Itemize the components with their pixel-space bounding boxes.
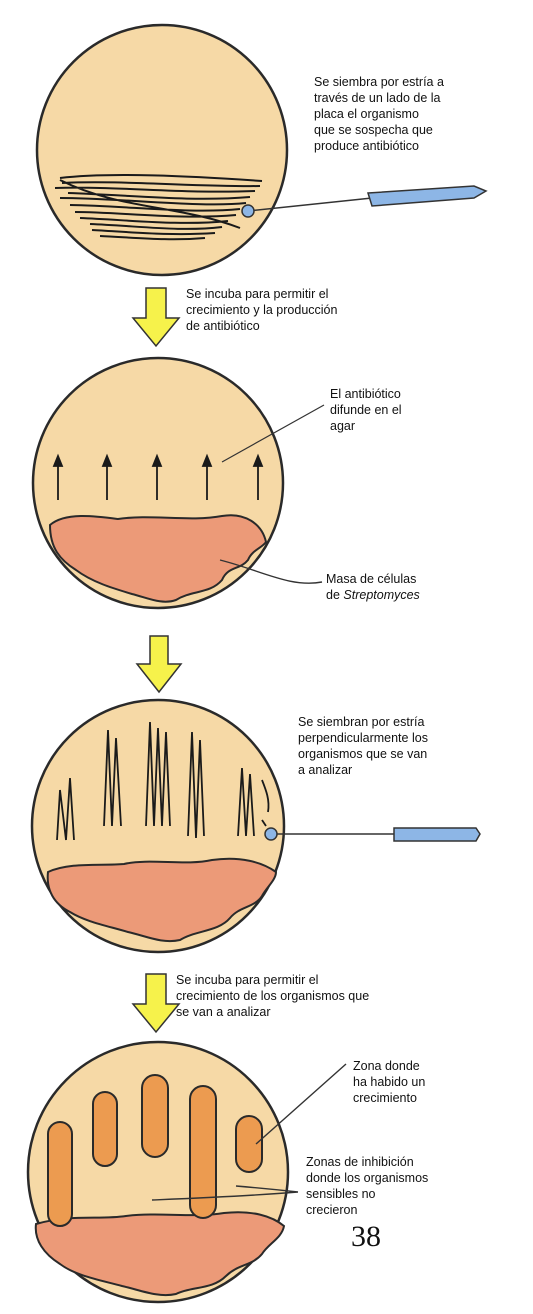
label-line: difunde en el [330,403,402,417]
down-arrow-icon [131,287,181,348]
label-line: a analizar [298,763,352,777]
label-line: organismos que se van [298,747,427,761]
label-line: ha habido un [353,1075,425,1089]
growth-streak [141,1074,169,1158]
step2-mass-label: Masa de células de Streptomyces [326,572,420,602]
label-line: produce antibiótico [314,139,419,153]
label-line: crecimiento [353,1091,417,1105]
step1-streak-lines [54,174,263,241]
mass-label-de: de [326,588,343,602]
step2-diffusion-arrows [52,453,264,500]
mass-label-line1: Masa de células [326,572,416,586]
step3-test-streaks [56,721,270,841]
page-number: 38 [351,1220,381,1253]
step2-streptomyces-mass [48,514,268,603]
label-line: Se incuba para permitir el [186,287,328,301]
transition3-label: Se incuba para permitir el crecimiento de… [176,973,369,1019]
step1-pipette-icon [367,185,488,207]
label-line: que se sospecha que [314,123,433,137]
mass-label-genus: Streptomyces [343,588,419,602]
test-streak [187,731,205,839]
up-arrow-head [151,453,163,467]
step2-mass-leader [219,559,323,584]
label-line: donde los organismos [306,1171,428,1185]
label-line: crecimiento y la producción [186,303,338,317]
growth-streak [92,1091,118,1167]
label-line: Se siembra por estría a [314,75,444,89]
label-line: El antibiótico [330,387,401,401]
test-streak [56,777,75,841]
test-streak [261,779,270,827]
step4-growth-zones [47,1074,263,1227]
step2-diffuse-label: El antibiótico difunde en el agar [330,387,402,433]
up-arrow-head [101,453,113,467]
step4-colony [34,1211,286,1296]
growth-streak [47,1121,73,1227]
step3-pipette-icon [393,827,481,842]
label-line: perpendicularmente los [298,731,428,745]
label-line: Zonas de inhibición [306,1155,414,1169]
step1-plate-group: Se siembra por estría a través de un lado… [35,23,488,277]
down-arrow-icon [135,635,183,694]
growth-streak [235,1115,263,1173]
label-line: crecieron [306,1203,357,1217]
growth-streak [189,1085,217,1219]
label-line: sensibles no [306,1187,376,1201]
label-line: agar [330,419,355,433]
step4-growth-leader [255,1063,347,1145]
label-line: Se incuba para permitir el [176,973,318,987]
label-line: placa el organismo [314,107,419,121]
step3-label: Se siembran por estría perpendicularmente… [298,715,428,777]
test-streak [103,729,122,827]
label-line: de antibiótico [186,319,260,333]
transition1-group: Se incuba para permitir el crecimiento y … [131,287,338,348]
step1-loop-tip [241,204,255,218]
up-arrow-head [252,453,264,467]
label-line: crecimiento de los organismos que [176,989,369,1003]
transition3-group: Se incuba para permitir el crecimiento de… [131,973,369,1034]
step3-plate-group: Se siembran por estría perpendicularmente… [30,698,481,954]
step4-growth-label: Zona donde ha habido un crecimiento [353,1059,425,1105]
step4-inhibition-label: Zonas de inhibición donde los organismos s… [306,1155,428,1217]
label-line: Zona donde [353,1059,420,1073]
step4-inhibition-leader [151,1185,299,1201]
step1-needle-wire [247,197,373,212]
step3-colony [46,857,278,942]
step3-loop-tip [264,827,278,841]
label-line: se van a analizar [176,1005,271,1019]
test-streak [145,721,171,827]
test-streak [237,767,255,837]
step2-diffuse-leader [221,404,325,463]
up-arrow-head [201,453,213,467]
up-arrow-head [52,453,64,467]
transition1-label: Se incuba para permitir el crecimiento y … [186,287,338,333]
step1-petri-plate [35,23,289,277]
label-line: Se siembran por estría [298,715,424,729]
down-arrow-icon [131,973,181,1034]
label-line: través de un lado de la [314,91,441,105]
step2-plate-group: El antibiótico difunde en el agar Masa de … [31,356,420,610]
step4-plate-group: Zona donde ha habido un crecimiento Zonas … [26,1040,428,1304]
step1-label: Se siembra por estría a través de un lado… [314,75,444,153]
